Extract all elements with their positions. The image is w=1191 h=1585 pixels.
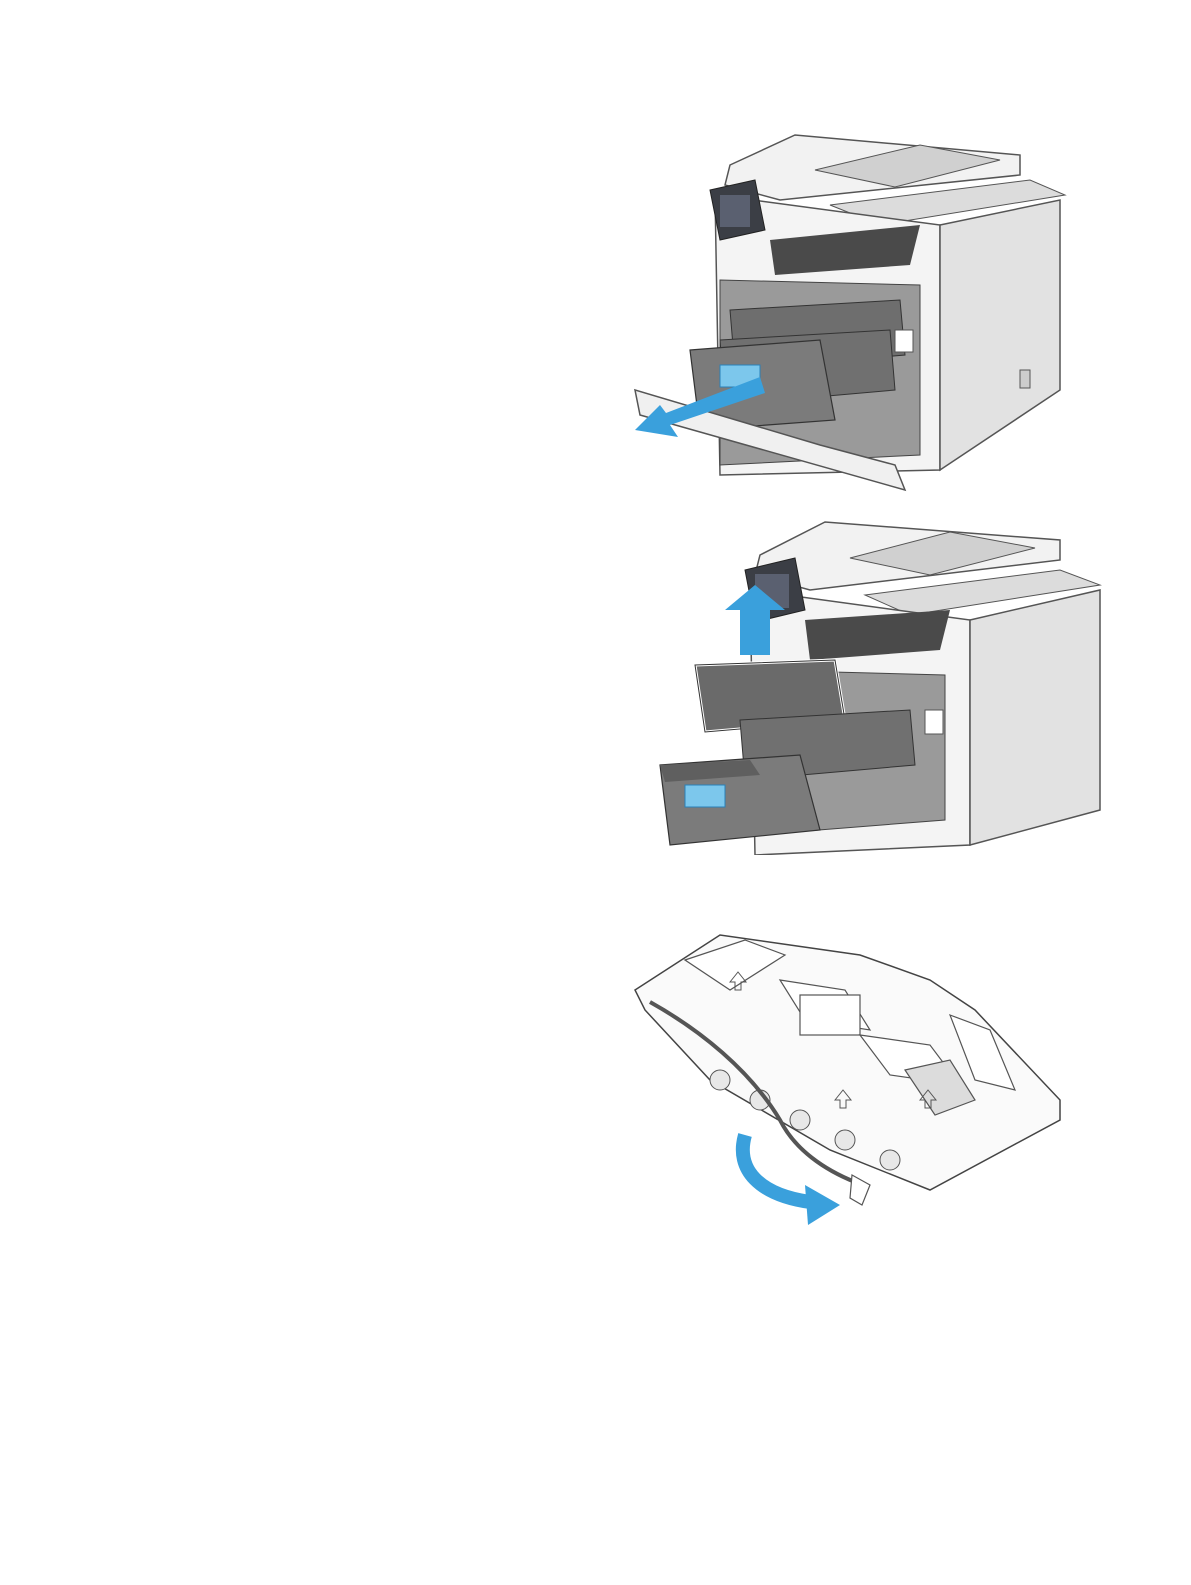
printer-toner-removal-icon: [640, 510, 1110, 855]
printer-drawer-open-illustration: [620, 125, 1070, 500]
printer-drawer-open-icon: [620, 125, 1070, 500]
toner-packaging-illustration: [630, 920, 1070, 1240]
printer-toner-removal-illustration: [640, 510, 1110, 855]
toner-packaging-tray-icon: [630, 920, 1070, 1240]
curved-arrow-right: [743, 1135, 840, 1225]
